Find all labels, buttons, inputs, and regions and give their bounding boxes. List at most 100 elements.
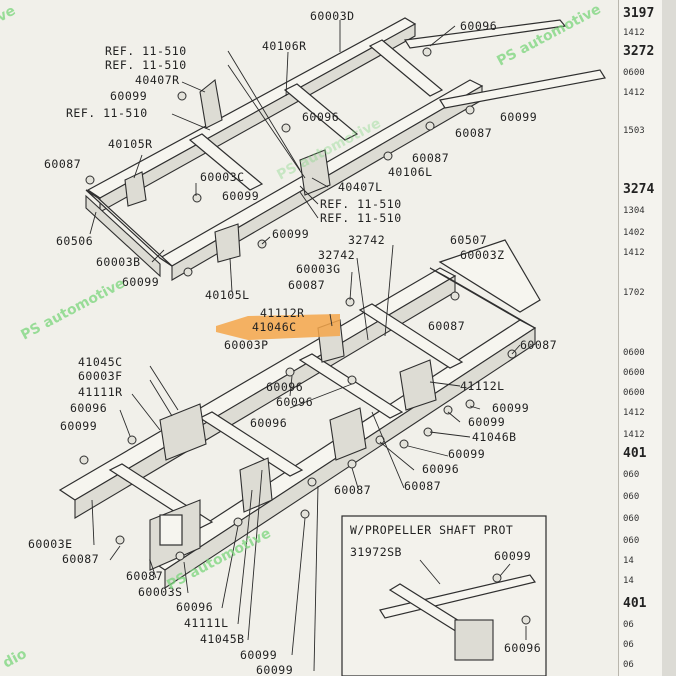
part-label: 40407R bbox=[135, 73, 180, 87]
page-gutter bbox=[662, 0, 676, 676]
part-label: 60099 bbox=[500, 110, 537, 124]
rear-rail-extension bbox=[403, 19, 567, 49]
part-label: 40105R bbox=[108, 137, 153, 151]
bolt bbox=[115, 535, 125, 545]
end-plate-holes bbox=[159, 514, 183, 546]
part-label: 41112R bbox=[260, 306, 305, 320]
part-label: 60096 bbox=[460, 19, 497, 33]
ref-label: REF. 11-510 bbox=[105, 58, 187, 72]
part-label: 40105L bbox=[205, 288, 250, 302]
bracket-41046B bbox=[329, 407, 367, 461]
part-label: 60003Z bbox=[460, 248, 505, 262]
nut bbox=[422, 47, 432, 57]
leader-lines bbox=[89, 20, 521, 672]
part-label: 60003D bbox=[310, 9, 355, 23]
part-label: 41046C bbox=[252, 320, 297, 334]
part-label: 60087 bbox=[334, 483, 371, 497]
code-entry: 401 bbox=[623, 446, 647, 461]
nut bbox=[127, 435, 137, 445]
code-entry: 060 bbox=[623, 514, 640, 524]
bolt bbox=[465, 105, 475, 115]
code-entry: 060 bbox=[623, 536, 640, 546]
ref-label: REF. 11-510 bbox=[66, 106, 148, 120]
part-label: 60003B bbox=[96, 255, 141, 269]
bolt bbox=[450, 291, 460, 301]
part-label: 60099 bbox=[240, 648, 277, 662]
part-label: 60096 bbox=[176, 600, 213, 614]
part-label: 60099 bbox=[448, 447, 485, 461]
bolt bbox=[79, 455, 89, 465]
part-label: 60003C bbox=[200, 170, 245, 184]
bolt bbox=[492, 573, 502, 583]
bolt bbox=[85, 175, 95, 185]
part-label: 40407L bbox=[338, 180, 383, 194]
bolt bbox=[465, 399, 475, 409]
part-label: 32742 bbox=[318, 248, 355, 262]
part-label: 60096 bbox=[504, 641, 541, 655]
code-entry: 3272 bbox=[623, 44, 655, 59]
part-label: 60096 bbox=[266, 380, 303, 394]
part-label: 60099 bbox=[494, 549, 531, 563]
bracket-40105L bbox=[214, 223, 241, 263]
bracket-41111L bbox=[239, 457, 273, 513]
front-crossmember bbox=[85, 189, 173, 267]
bolt bbox=[443, 405, 453, 415]
part-label: 41045B bbox=[200, 632, 245, 646]
watermark-text: PS automotive bbox=[18, 275, 127, 343]
code-entry: 060 bbox=[623, 492, 640, 502]
part-label: 60087 bbox=[44, 157, 81, 171]
code-entry: 1412 bbox=[623, 408, 645, 418]
code-entry: 1412 bbox=[623, 430, 645, 440]
part-labels: 60003D 60096 REF. 11-510 REF. 11-510 401… bbox=[28, 9, 557, 676]
inset-propeller-shaft: W/PROPELLER SHAFT PROT 31972SB 60099 600… bbox=[341, 515, 547, 676]
ref-label: REF. 11-510 bbox=[320, 197, 402, 211]
part-label: 60087 bbox=[520, 338, 557, 352]
code-entry: 1402 bbox=[623, 228, 645, 238]
code-entry: 14 bbox=[623, 576, 634, 586]
nut bbox=[521, 615, 531, 625]
code-entry: 3274 bbox=[623, 182, 655, 197]
part-label: 60087 bbox=[412, 151, 449, 165]
part-label: 41046B bbox=[472, 430, 517, 444]
bracket-41045C bbox=[159, 403, 207, 461]
rear-crossmember bbox=[429, 267, 536, 329]
part-label: 60096 bbox=[250, 416, 287, 430]
part-label: 60099 bbox=[492, 401, 529, 415]
part-label: 60099 bbox=[222, 189, 259, 203]
code-entry: 401 bbox=[623, 596, 647, 611]
part-label: 60087 bbox=[455, 126, 492, 140]
code-entry: 0600 bbox=[623, 368, 645, 378]
bracket-40105R bbox=[124, 171, 147, 207]
code-entry: 06 bbox=[623, 640, 634, 650]
bolt bbox=[383, 151, 393, 161]
code-entry: 060 bbox=[623, 470, 640, 480]
part-label: 60099 bbox=[468, 415, 505, 429]
code-entry: 3197 bbox=[623, 6, 655, 21]
upper-frame bbox=[85, 17, 606, 281]
watermark-text: PS automotive bbox=[494, 1, 603, 69]
bolt bbox=[175, 551, 185, 561]
part-label: 60003S bbox=[138, 585, 183, 599]
highlight-arrow bbox=[216, 314, 340, 340]
part-label: 60099 bbox=[272, 227, 309, 241]
nut bbox=[285, 367, 295, 377]
code-entry: 0600 bbox=[623, 388, 645, 398]
front-crossmember-face bbox=[85, 194, 161, 278]
left-side-rail-web bbox=[99, 23, 416, 213]
code-entry: 14 bbox=[623, 556, 634, 566]
bolt bbox=[192, 193, 202, 203]
code-entry: 1412 bbox=[623, 88, 645, 98]
part-label: 60003G bbox=[296, 262, 341, 276]
code-entry: 1702 bbox=[623, 288, 645, 298]
part-label: 60507 bbox=[450, 233, 487, 247]
nut bbox=[399, 439, 409, 449]
part-label: 41112L bbox=[460, 379, 505, 393]
part-label: 32742 bbox=[348, 233, 385, 247]
part-label: 60003F bbox=[78, 369, 123, 383]
inset-end-plate bbox=[454, 619, 494, 661]
crossmember bbox=[188, 133, 264, 191]
part-label: 60506 bbox=[56, 234, 93, 248]
part-label: 60099 bbox=[110, 89, 147, 103]
part-label: 60099 bbox=[256, 663, 293, 676]
